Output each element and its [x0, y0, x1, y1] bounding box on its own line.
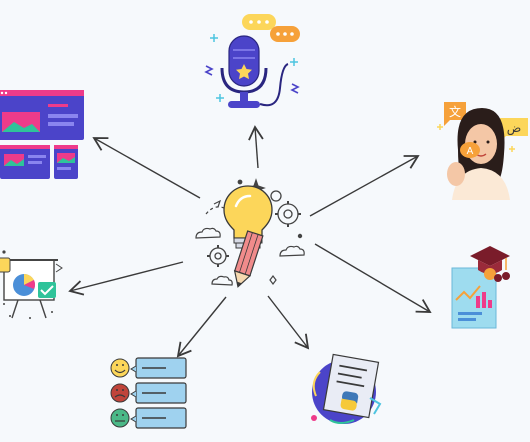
lightbulb-pencil-idea-icon — [195, 178, 305, 288]
arrow-to-web-design — [92, 137, 201, 199]
microphone-speech-bubbles-icon — [204, 14, 300, 108]
website-layout-icon — [0, 90, 84, 179]
presentation-board-chart-icon — [0, 250, 63, 319]
chinese-glyph: 文 — [449, 104, 461, 119]
feedback-row-neutral — [110, 407, 187, 429]
girl-speech-translation-icon: 文 ض A — [437, 102, 528, 200]
arrow-to-language — [309, 155, 420, 217]
arrow-to-feedback — [176, 296, 227, 358]
arrow-to-education — [314, 243, 432, 313]
connector-arrows — [68, 125, 432, 358]
arrow-to-coding — [267, 295, 310, 350]
emoji-feedback-list-icon — [110, 357, 187, 429]
feedback-row-happy — [110, 357, 187, 379]
arrow-to-presentation — [68, 261, 184, 296]
feedback-row-sad — [110, 382, 187, 404]
arrow-to-podcast — [248, 125, 264, 169]
graduation-cap-document-icon — [451, 246, 510, 329]
arabic-glyph: ض — [507, 121, 522, 136]
latin-glyph: A — [467, 146, 474, 157]
python-document-icon — [311, 353, 382, 424]
